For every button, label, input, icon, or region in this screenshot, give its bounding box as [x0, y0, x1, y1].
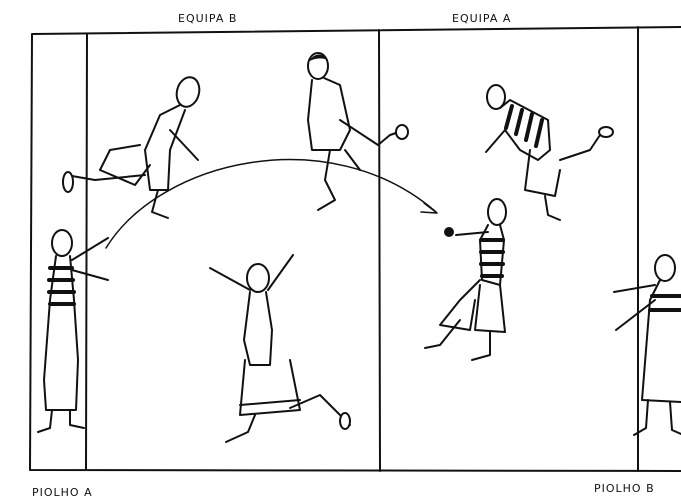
court-outer-line [30, 27, 681, 471]
label-team-a: EQUIPA A [452, 12, 511, 25]
player-team-b-center [308, 53, 408, 210]
ball-icon [444, 227, 454, 237]
ball-trajectory-arrow [106, 160, 437, 248]
center-line [379, 30, 380, 471]
player-team-b-left [63, 75, 203, 218]
player-team-a-striped-kicker [486, 85, 613, 220]
court [30, 27, 681, 471]
player-team-b-jumping [210, 255, 350, 442]
player-piolho-a [38, 230, 108, 432]
label-team-b: EQUIPA B [178, 12, 237, 25]
player-team-a-thrower [425, 199, 506, 360]
label-piolho-b: PIOLHO B [594, 482, 655, 495]
player-piolho-b [614, 255, 681, 435]
label-piolho-a: PIOLHO A [32, 486, 93, 499]
